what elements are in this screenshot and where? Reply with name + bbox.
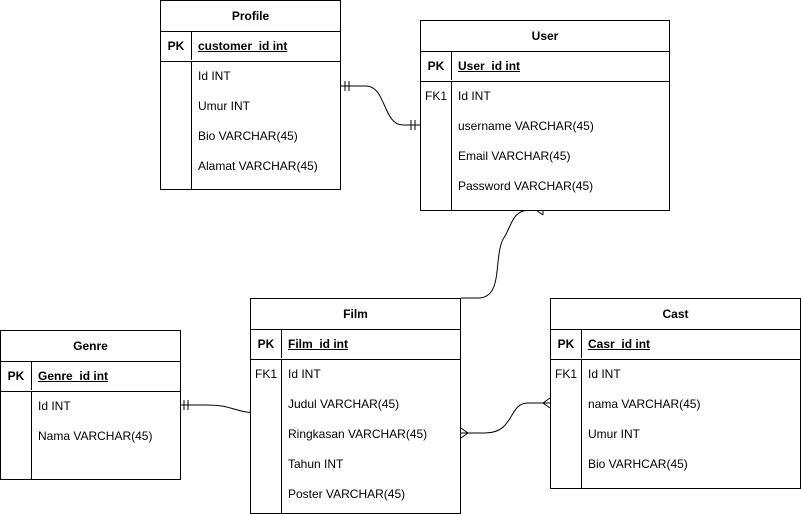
field-name: nama VARCHAR(45): [588, 397, 701, 411]
pk-field: Casr_id int: [588, 336, 651, 351]
field-name: Id INT: [458, 89, 491, 103]
field-name: Bio VARHCAR(45): [588, 457, 688, 471]
field-key: [421, 171, 451, 201]
field-name: Email VARCHAR(45): [458, 149, 571, 163]
key-column: [1, 391, 32, 479]
field-name: Id INT: [38, 399, 71, 413]
field-key: [251, 389, 281, 419]
field-name: Judul VARCHAR(45): [288, 397, 400, 411]
field-name: Poster VARCHAR(45): [288, 487, 406, 501]
field-row: Ringkasan VARCHAR(45): [251, 419, 460, 449]
field-row: username VARCHAR(45): [421, 111, 669, 141]
rel-cast-many-end: [542, 397, 551, 409]
rel-film-many-end: [460, 427, 469, 439]
field-row: nama VARCHAR(45): [551, 389, 800, 419]
field-key: FK1: [554, 367, 577, 381]
field-name: Id INT: [588, 367, 621, 381]
pk-label: PK: [251, 329, 282, 358]
field-name: Nama VARCHAR(45): [38, 429, 153, 443]
field-row: Tahun INT: [251, 449, 460, 479]
field-row: Id INT: [1, 391, 180, 421]
field-key: FK1: [424, 89, 447, 103]
field-row: FK1 Id INT: [421, 81, 669, 111]
field-row: Alamat VARCHAR(45): [161, 151, 340, 181]
field-name: Ringkasan VARCHAR(45): [288, 427, 428, 441]
pk-row: PK Genre_id int: [1, 361, 180, 392]
entity-cast[interactable]: Cast PK Casr_id int FK1 Id INT nama VARC…: [550, 298, 801, 489]
field-key: [161, 151, 191, 181]
pk-label: PK: [1, 361, 32, 390]
entity-title: Profile: [161, 1, 340, 32]
pk-label: PK: [551, 329, 582, 358]
key-column: [421, 81, 452, 210]
field-row: Umur INT: [161, 91, 340, 121]
entity-title: Cast: [551, 299, 800, 330]
entity-film[interactable]: Film PK Film_id int FK1 Id INT Judul VAR…: [250, 298, 461, 514]
field-name: Id INT: [198, 69, 231, 83]
field-row: FK1 Id INT: [551, 359, 800, 389]
field-key: [421, 111, 451, 141]
pk-field: Genre_id int: [38, 368, 109, 383]
field-key: [161, 121, 191, 151]
key-column: [551, 359, 582, 488]
pk-row: PK Film_id int: [251, 329, 460, 360]
field-key: [251, 419, 281, 449]
field-key: [1, 421, 31, 451]
field-key: [1, 391, 31, 421]
field-name: Umur INT: [198, 99, 250, 113]
pk-row: PK Casr_id int: [551, 329, 800, 360]
field-key: FK1: [254, 367, 277, 381]
pk-field: User_id int: [458, 58, 521, 73]
entity-title: Film: [251, 299, 460, 330]
pk-field: Film_id int: [288, 336, 348, 351]
field-key: [251, 479, 281, 509]
field-name: Alamat VARCHAR(45): [198, 159, 318, 173]
entity-title: Genre: [1, 331, 180, 362]
field-row: Password VARCHAR(45): [421, 171, 669, 201]
pk-row: PK customer_id int: [161, 31, 340, 62]
rel-film-cast-line: [461, 402, 550, 434]
field-row: Poster VARCHAR(45): [251, 479, 460, 509]
field-key: [161, 91, 191, 121]
entity-profile[interactable]: Profile PK customer_id int Id INT Umur I…: [160, 0, 341, 190]
field-name: Id INT: [288, 367, 321, 381]
field-key: [161, 61, 191, 91]
pk-label: PK: [421, 51, 452, 80]
field-key: [421, 141, 451, 171]
entity-title: User: [421, 21, 669, 52]
pk-row: PK User_id int: [421, 51, 669, 82]
field-row: Email VARCHAR(45): [421, 141, 669, 171]
field-key: [251, 449, 281, 479]
field-row: Nama VARCHAR(45): [1, 421, 180, 451]
entity-user[interactable]: User PK User_id int FK1 Id INT username …: [420, 20, 670, 211]
field-key: [551, 449, 581, 479]
field-row: Bio VARHCAR(45): [551, 449, 800, 479]
field-row: Umur INT: [551, 419, 800, 449]
pk-field: customer_id int: [198, 38, 288, 53]
field-row: Id INT: [161, 61, 340, 91]
field-row: Bio VARCHAR(45): [161, 121, 340, 151]
field-name: Umur INT: [588, 427, 640, 441]
rel-profile-user-line: [341, 85, 420, 126]
pk-label: PK: [161, 31, 192, 60]
entity-genre[interactable]: Genre PK Genre_id int Id INT Nama VARCHA…: [0, 330, 181, 480]
field-row: Judul VARCHAR(45): [251, 389, 460, 419]
field-name: Tahun INT: [288, 457, 344, 471]
field-name: Bio VARCHAR(45): [198, 129, 298, 143]
key-column: [251, 359, 282, 513]
field-key: [551, 389, 581, 419]
field-name: Password VARCHAR(45): [458, 179, 594, 193]
rel-film-user-line: [461, 209, 545, 299]
field-key: [551, 419, 581, 449]
key-column: [161, 61, 192, 189]
field-row: FK1 Id INT: [251, 359, 460, 389]
field-name: username VARCHAR(45): [458, 119, 594, 133]
